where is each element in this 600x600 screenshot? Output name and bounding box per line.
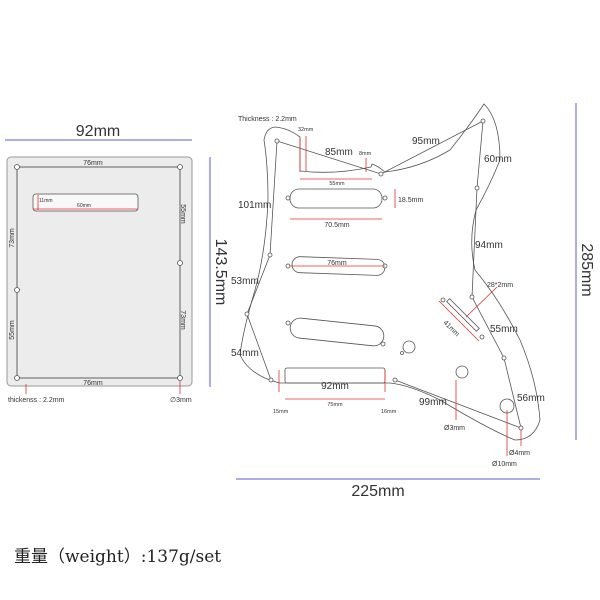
d56-label: 56mm bbox=[517, 393, 545, 404]
bridge-holes-label: 92mm bbox=[321, 381, 349, 392]
switch-holes-label: 41mm bbox=[442, 319, 461, 338]
d99-label: 99mm bbox=[419, 397, 447, 408]
d94-label: 94mm bbox=[475, 240, 503, 251]
pickup-height-label: 18.5mm bbox=[398, 197, 423, 204]
d101-label: 101mm bbox=[238, 200, 271, 211]
red-dimensions bbox=[278, 136, 522, 456]
pocket-width-label: 55mm bbox=[329, 181, 345, 187]
neck-depth-label: 32mm bbox=[298, 127, 314, 133]
d95-label: 95mm bbox=[412, 136, 440, 147]
top-spacing-label: 76mm bbox=[83, 160, 103, 167]
left-upper-label: 73mm bbox=[9, 228, 16, 248]
slot bbox=[32, 193, 139, 212]
hole10-label: Ø10mm bbox=[492, 461, 517, 468]
pickguard: Thickness : 2.2mm 32mm 8mm 55mm 85mm 95m… bbox=[231, 103, 595, 500]
bottom-spacing-label: 76mm bbox=[83, 380, 103, 387]
right-margin-label: 16mm bbox=[381, 409, 397, 415]
d53-label: 53mm bbox=[231, 276, 259, 287]
pickguard-height-label: 285mm bbox=[578, 243, 595, 296]
switch-slot-label: 28*2mm bbox=[487, 282, 513, 289]
d60-label: 60mm bbox=[484, 154, 512, 165]
plate-width-label: 92mm bbox=[76, 123, 120, 140]
hole-guide bbox=[16, 166, 181, 379]
d85-label: 85mm bbox=[325, 147, 353, 158]
pickup-slots bbox=[284, 188, 480, 384]
hole-size-label: ∅3mm bbox=[170, 397, 192, 404]
pickguard-width-label: 225mm bbox=[351, 483, 404, 500]
d54-label: 54mm bbox=[231, 348, 259, 359]
pickup-width-label: 70.5mm bbox=[324, 222, 349, 229]
back-plate: 92mm 143.5mm 76mm 76mm 73mm 55mm 55mm 73… bbox=[5, 123, 229, 404]
hole3-label: Ø3mm bbox=[444, 425, 465, 432]
weight-label: 重量（weight）:137g/set bbox=[14, 547, 222, 567]
measure-lines bbox=[246, 120, 522, 429]
plate-height-label: 143.5mm bbox=[212, 239, 229, 306]
right-lower-label: 73mm bbox=[179, 310, 186, 330]
left-lower-label: 55mm bbox=[9, 320, 16, 340]
pocket-step-label: 8mm bbox=[359, 151, 372, 157]
thickness-label: thickenss : 2.2mm bbox=[8, 397, 65, 404]
slot-height-label: 11mm bbox=[39, 198, 53, 204]
screw-holes bbox=[14, 164, 183, 381]
pickguard-outline bbox=[239, 103, 541, 441]
bridge-slot-label: 75mm bbox=[327, 402, 343, 408]
left-margin-label: 15mm bbox=[273, 409, 289, 415]
right-upper-label: 55mm bbox=[179, 204, 186, 224]
hole4-label: Ø4mm bbox=[509, 450, 530, 457]
d55-label: 55mm bbox=[490, 324, 518, 335]
pickup-holes-label: 76mm bbox=[327, 260, 347, 267]
slot-width-label: 60mm bbox=[77, 203, 91, 209]
plate-outline bbox=[6, 156, 193, 387]
thickness-label: Thickness : 2.2mm bbox=[238, 116, 297, 123]
